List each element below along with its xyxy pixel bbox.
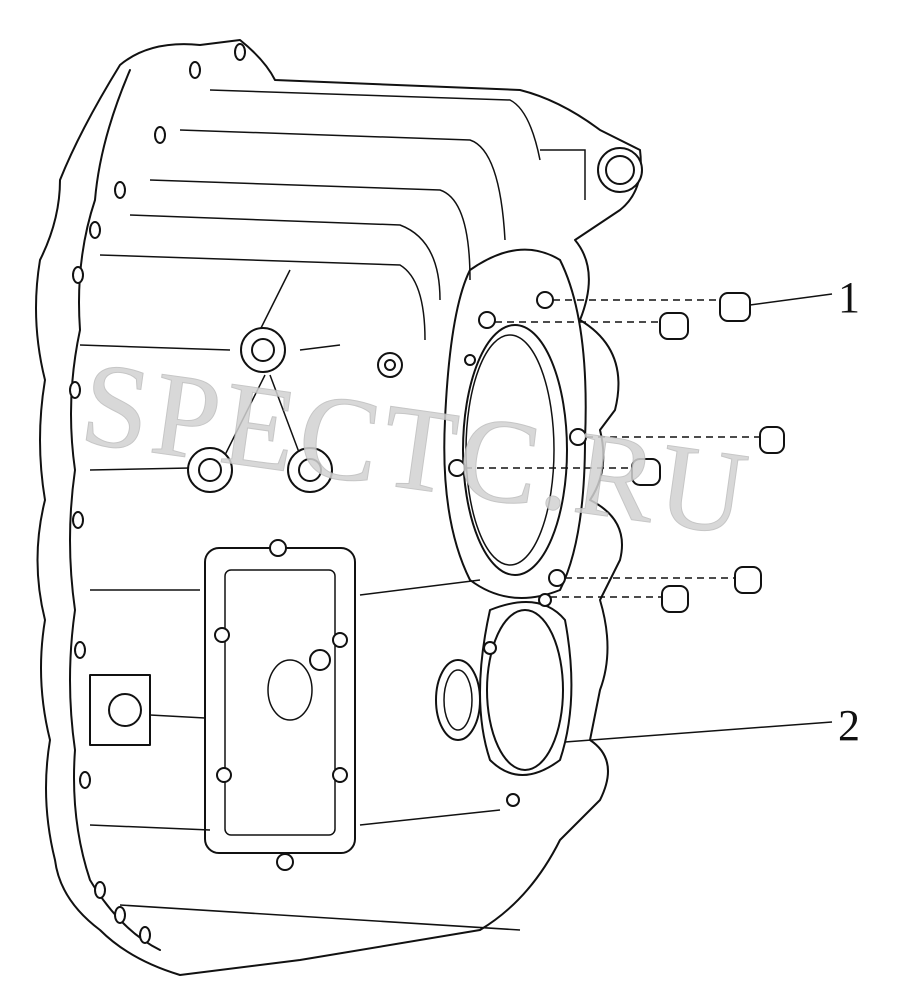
- bolt-holes: [69, 43, 246, 944]
- lower-flange: [435, 593, 573, 807]
- housing-ribs: [79, 89, 586, 931]
- callout-1-leader: [749, 293, 833, 306]
- callout-1-label: 1: [838, 273, 860, 322]
- callout-2-leader: [564, 721, 833, 743]
- upper-flange: [443, 248, 587, 599]
- cover-gasket: [204, 539, 356, 871]
- boss-holes: [187, 147, 643, 493]
- plug-boss: [89, 674, 206, 746]
- housing-outline: [35, 39, 642, 976]
- callout-2-label: 2: [838, 701, 860, 750]
- housing-inner-edge: [69, 69, 161, 951]
- dowel-bushings: [465, 292, 785, 613]
